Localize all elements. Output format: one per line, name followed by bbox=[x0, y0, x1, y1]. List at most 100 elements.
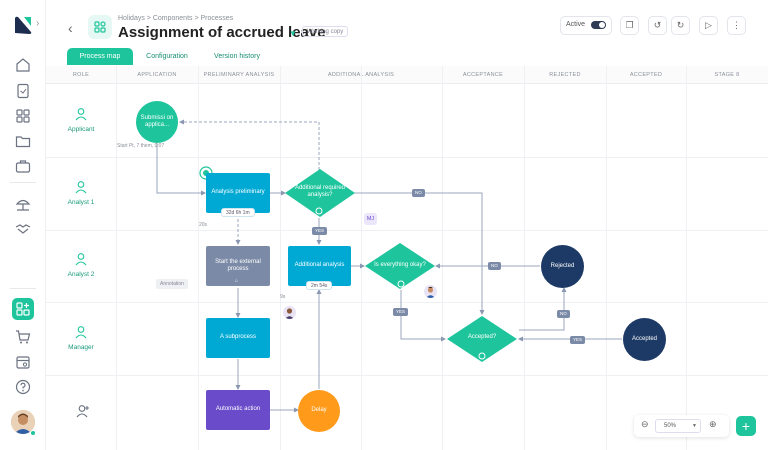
redo-button[interactable]: ↻ bbox=[671, 16, 690, 35]
gateway-marker-icon bbox=[397, 280, 405, 288]
expand-sidebar-chevron-icon[interactable]: › bbox=[36, 18, 40, 29]
add-element-button[interactable]: + bbox=[736, 416, 756, 436]
node-accepted-question: Accepted? bbox=[467, 334, 497, 341]
additional-duration-badge: 2m 54s bbox=[306, 281, 333, 290]
column-header-rejected: REJECTED bbox=[524, 66, 606, 84]
role-label-applicant: Applicant bbox=[67, 126, 95, 133]
user-icon bbox=[75, 326, 87, 339]
node-submission-on-application[interactable]: Submissi on applica... bbox=[136, 101, 178, 143]
grid-line bbox=[606, 66, 607, 450]
flag-no-2: NO bbox=[488, 262, 501, 270]
assignee-avatar-2[interactable] bbox=[424, 285, 437, 298]
flag-yes-1: YES bbox=[312, 227, 328, 235]
tab-process-map[interactable]: Process map bbox=[67, 48, 133, 65]
title-dropdown-caret-icon[interactable]: ▼ bbox=[289, 29, 297, 38]
grid-line bbox=[198, 66, 199, 450]
node-additional-analysis[interactable]: Additional analysis bbox=[288, 246, 351, 286]
annotation-label[interactable]: Annotation bbox=[156, 279, 188, 289]
node-start-external-process[interactable]: Start the external process bbox=[206, 246, 270, 286]
node-additional-required-analysis: Additional required analysis? bbox=[294, 184, 346, 199]
column-header-application: APPLICATION bbox=[116, 66, 198, 84]
grid-line bbox=[280, 66, 281, 450]
grid-line bbox=[46, 230, 768, 231]
analysis-duration-badge: 32d 6h 1m bbox=[221, 208, 255, 217]
grid-line bbox=[46, 302, 768, 303]
column-header-stage-8: STAGE 8 bbox=[686, 66, 768, 84]
active-toggle-knob bbox=[599, 22, 605, 28]
cart-icon[interactable] bbox=[14, 328, 32, 346]
flag-yes-2: YES bbox=[393, 308, 409, 316]
page-title: Assignment of accrued leave bbox=[118, 24, 326, 41]
role-label-analyst-1: Analyst 1 bbox=[67, 199, 95, 206]
duration-9s: 9s bbox=[280, 294, 286, 300]
play-icon: ▷ bbox=[705, 20, 712, 30]
grid-line bbox=[46, 157, 768, 158]
column-header-acceptance: ACCEPTANCE bbox=[442, 66, 524, 84]
process-designer-icon bbox=[14, 300, 32, 318]
assignee-avatar-1[interactable] bbox=[283, 306, 296, 319]
grid-line bbox=[442, 66, 443, 450]
node-rejected-end[interactable]: Rejected bbox=[541, 245, 584, 288]
breadcrumb[interactable]: Holidays > Components > Processes bbox=[118, 15, 234, 22]
brand-logo-icon[interactable] bbox=[12, 14, 34, 36]
document-icon[interactable] bbox=[14, 82, 32, 100]
duration-20s: 20s bbox=[199, 222, 208, 228]
node-accepted-end[interactable]: Accepted bbox=[623, 318, 666, 361]
column-header-role: ROLE bbox=[46, 66, 116, 84]
handshake-icon[interactable] bbox=[14, 220, 32, 238]
flag-no-1: NO bbox=[412, 189, 425, 197]
cart-task-icon: ⌂ bbox=[235, 278, 239, 284]
user-icon bbox=[75, 108, 87, 121]
folder-icon[interactable] bbox=[14, 132, 32, 150]
briefcase-icon[interactable] bbox=[14, 157, 32, 175]
undo-icon: ↺ bbox=[653, 20, 662, 30]
gateway-marker-icon bbox=[315, 207, 323, 215]
gateway-additional-required-shape[interactable] bbox=[284, 168, 356, 218]
flag-yes-3: YES bbox=[570, 336, 586, 344]
zoom-out-icon[interactable]: ⊖ bbox=[641, 419, 649, 429]
sidebar-divider-2 bbox=[10, 288, 36, 289]
zoom-caret-icon[interactable]: ▼ bbox=[692, 423, 697, 429]
zoom-level-select[interactable]: 50% bbox=[655, 419, 701, 433]
node-automatic-action[interactable]: Automatic action bbox=[206, 390, 270, 430]
node-delay[interactable]: Delay bbox=[298, 390, 340, 432]
process-icon bbox=[88, 15, 112, 39]
grid-line bbox=[361, 66, 362, 450]
tab-version-history[interactable]: Version history bbox=[201, 48, 273, 65]
grid-icon[interactable] bbox=[14, 107, 32, 125]
active-toggle-container[interactable] bbox=[560, 16, 612, 35]
tab-configuration[interactable]: Configuration bbox=[135, 48, 199, 65]
column-header-preliminary-analysis: PRELIMINARY ANALYSIS bbox=[198, 66, 280, 84]
left-sidebar bbox=[0, 0, 46, 450]
zoom-in-icon[interactable]: ⊕ bbox=[709, 419, 717, 429]
more-options-button[interactable]: ⋮ bbox=[727, 16, 746, 35]
node-is-everything-okay: Is everything okay? bbox=[374, 262, 426, 269]
grid-line bbox=[524, 66, 525, 450]
gateway-is-everything-okay-shape[interactable] bbox=[364, 242, 436, 290]
active-label: Active bbox=[566, 21, 586, 28]
gateway-accepted-shape[interactable] bbox=[446, 315, 518, 363]
assignee-initials[interactable]: MJ bbox=[364, 213, 377, 225]
add-role-icon[interactable] bbox=[76, 404, 90, 418]
user-avatar[interactable] bbox=[11, 410, 35, 434]
sidebar-divider bbox=[10, 182, 36, 183]
store-settings-icon[interactable] bbox=[14, 353, 32, 371]
undo-button[interactable]: ↺ bbox=[648, 16, 667, 35]
run-button[interactable]: ▷ bbox=[699, 16, 718, 35]
working-copy-badge: Working copy bbox=[302, 26, 349, 37]
active-toggle[interactable] bbox=[591, 21, 606, 29]
back-arrow-icon[interactable]: ‹ bbox=[68, 20, 73, 36]
home-icon[interactable] bbox=[14, 56, 32, 74]
role-label-analyst-2: Analyst 2 bbox=[67, 271, 95, 278]
plus-icon: + bbox=[741, 418, 751, 434]
user-icon bbox=[75, 181, 87, 194]
start-note: Start Pt, 7 them, 9:07 bbox=[117, 143, 165, 149]
copy-button[interactable]: ❐ bbox=[620, 16, 639, 35]
flag-no-3: NO bbox=[557, 310, 570, 318]
beach-umbrella-icon[interactable] bbox=[14, 195, 32, 213]
node-a-subprocess[interactable]: A subprocess bbox=[206, 318, 270, 358]
node-analysis-preliminary[interactable]: Analysis preliminary bbox=[206, 173, 270, 213]
online-status-dot bbox=[30, 430, 36, 436]
copy-icon: ❐ bbox=[625, 20, 634, 30]
help-icon[interactable] bbox=[14, 378, 32, 396]
